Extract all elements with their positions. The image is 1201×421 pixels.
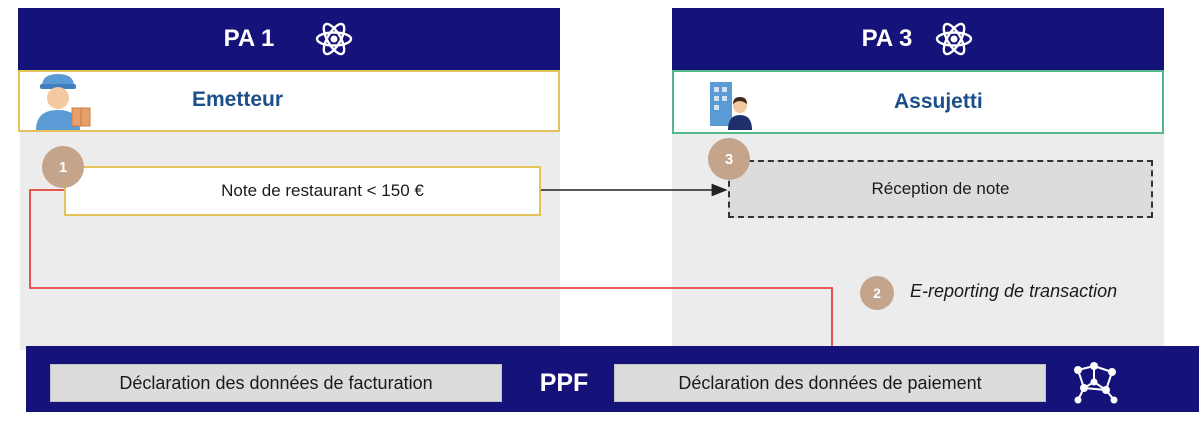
note-restaurant-label: Note de restaurant < 150 € <box>221 181 424 200</box>
declaration-paiement-label: Déclaration des données de paiement <box>678 372 982 393</box>
atom-icon <box>314 19 354 59</box>
network-icon <box>1064 358 1126 406</box>
assujetti-role-box: Assujetti <box>672 70 1164 134</box>
emetteur-label: Emetteur <box>192 88 284 111</box>
office-worker-icon <box>708 80 754 130</box>
step-2-badge: 2 <box>860 276 894 310</box>
step-1-badge: 1 <box>42 146 84 188</box>
declaration-facturation-box: Déclaration des données de facturation <box>50 364 502 402</box>
atom-icon <box>934 19 974 59</box>
declaration-paiement-box: Déclaration des données de paiement <box>614 364 1046 402</box>
step-3-badge: 3 <box>708 138 750 180</box>
ppf-label: PPF <box>539 368 589 397</box>
reception-note-label: Réception de note <box>871 179 1010 198</box>
pa3-title: PA 3 <box>861 25 913 52</box>
declaration-facturation-label: Déclaration des données de facturation <box>119 372 433 393</box>
step-2-number: 2 <box>873 285 881 301</box>
pa3-header: PA 3 <box>672 8 1164 70</box>
note-restaurant-box: Note de restaurant < 150 € <box>64 166 541 216</box>
ereporting-label: E-reporting de transaction <box>910 281 1118 301</box>
delivery-person-icon <box>32 72 94 130</box>
pa1-title: PA 1 <box>223 25 275 52</box>
reception-note-box: Réception de note <box>728 160 1153 218</box>
step-1-number: 1 <box>58 158 68 176</box>
emetteur-role-box: Emetteur <box>18 70 560 132</box>
assujetti-label: Assujetti <box>894 90 983 113</box>
pa1-header: PA 1 <box>18 8 560 70</box>
ereporting-line <box>29 189 833 348</box>
step-3-number: 3 <box>724 150 734 168</box>
